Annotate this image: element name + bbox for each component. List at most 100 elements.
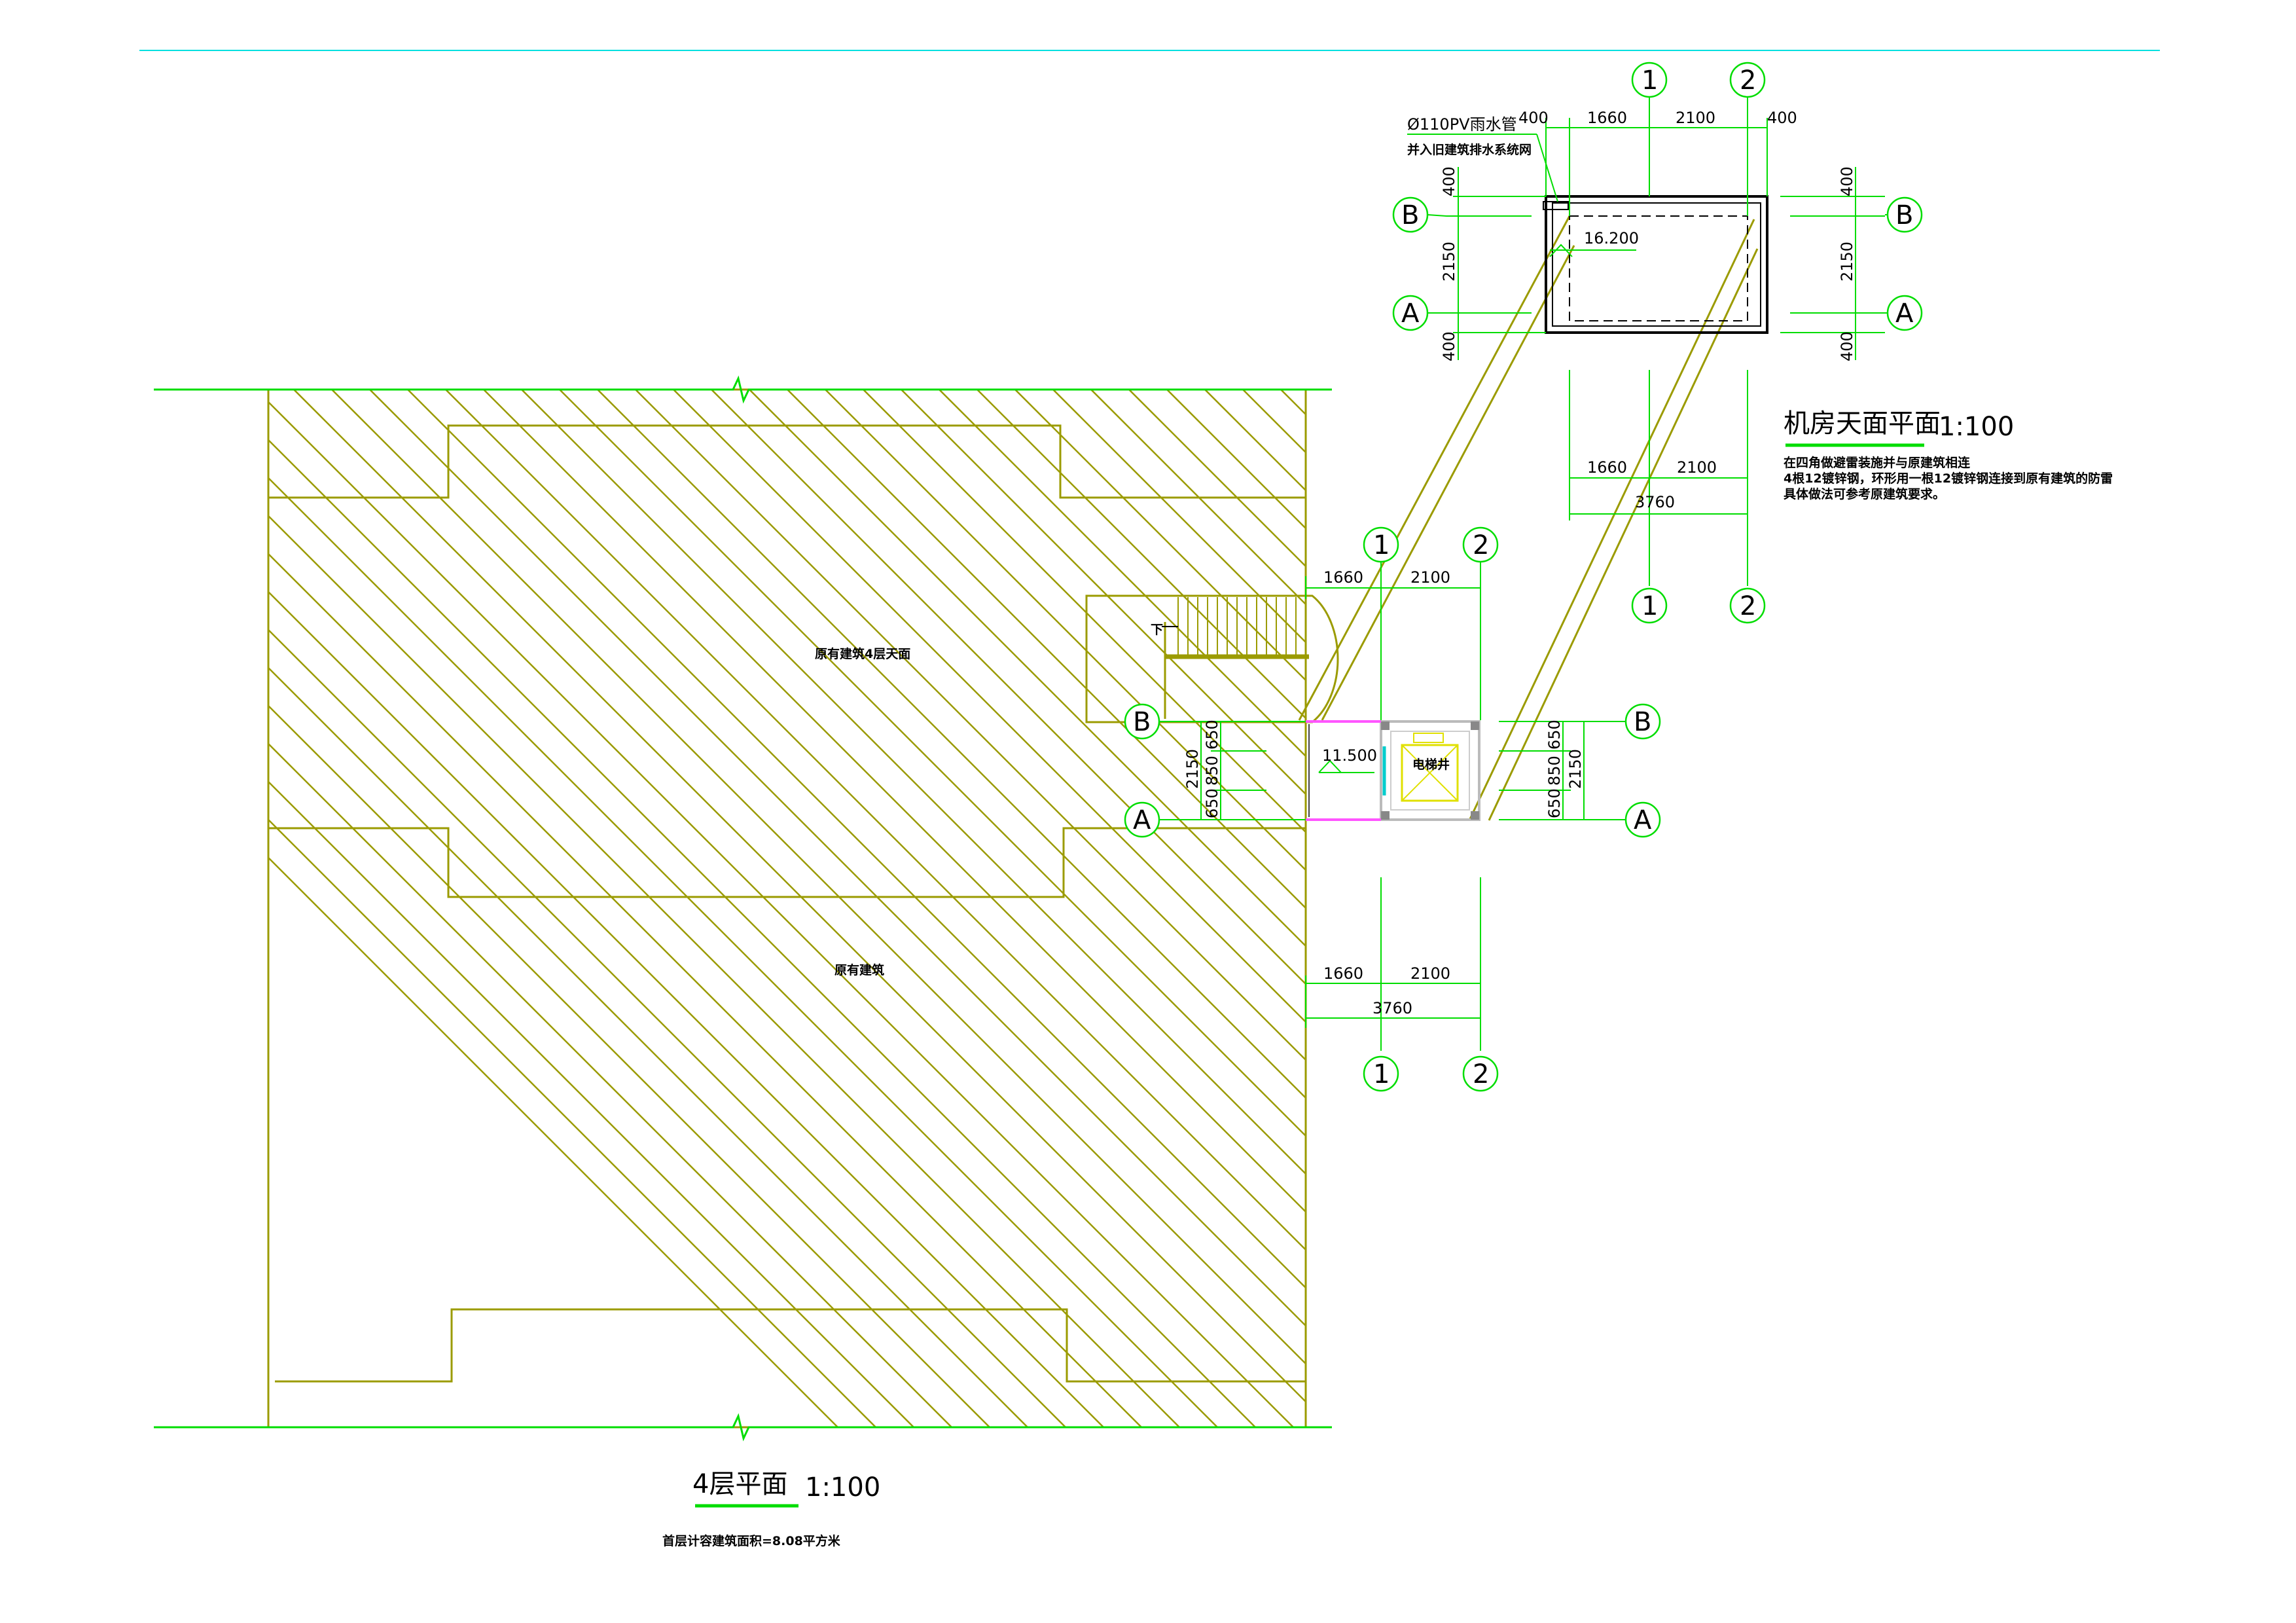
shaft-wall xyxy=(1380,720,1480,821)
building-label: 原有建筑 xyxy=(834,962,884,977)
roof-note-2: 4根12镀锌钢，环形用一根12镀锌钢连接到原有建筑的防雷 xyxy=(1784,471,2113,486)
shaft-column xyxy=(1381,811,1390,820)
hatch-line xyxy=(383,390,1306,1427)
dim-right-2150: 2150 xyxy=(1566,749,1585,789)
hatch-line xyxy=(1750,327,2296,1506)
roof-dim-1660: 1660 xyxy=(1587,109,1627,127)
axis-2-bottom: 2 xyxy=(1473,1059,1489,1089)
hatch-line xyxy=(497,390,1306,1427)
shaft-column xyxy=(1471,721,1479,730)
area-note: 首层计容建筑面积=8.08平方米 xyxy=(662,1533,841,1548)
hatch-line xyxy=(1104,390,1306,1427)
building-inner-middle xyxy=(268,827,1306,898)
dim-right-850: 850 xyxy=(1545,756,1564,786)
hatch-line xyxy=(687,390,1306,1427)
hatch-line xyxy=(611,390,1306,1427)
roof-dim-left-400-bottom: 400 xyxy=(1440,331,1458,361)
hatch-line xyxy=(345,390,1306,1427)
dim-right-650-a: 650 xyxy=(1545,720,1564,750)
hatch-line xyxy=(725,390,1306,1427)
hatch-line xyxy=(1180,390,1306,1427)
hatch-line xyxy=(459,390,1306,1427)
building-outline xyxy=(267,388,1307,1429)
hatch-line xyxy=(268,390,1297,1427)
hatch-line xyxy=(535,390,1306,1427)
hatch-line xyxy=(1218,390,1306,1427)
dim-left-2150: 2150 xyxy=(1183,749,1202,789)
hatch-line xyxy=(762,390,1306,1427)
hatch-line xyxy=(1636,327,2296,1506)
projection-lines xyxy=(1298,215,1759,821)
hatch-line xyxy=(1066,390,1306,1427)
hatch-line xyxy=(1598,327,2296,1506)
elevation-value: 11.500 xyxy=(1322,746,1377,765)
roof-dim-right-400-bottom: 400 xyxy=(1838,331,1856,361)
hatch-line xyxy=(1028,390,1306,1427)
building-inner-bottom xyxy=(275,1308,1306,1383)
hatch-line xyxy=(307,390,1306,1427)
roof-inner xyxy=(1552,202,1761,327)
hatch-line xyxy=(268,390,1031,1427)
hatch-line xyxy=(1256,390,1306,1427)
pipe-note-2: 并入旧建筑排水系统网 xyxy=(1407,142,1532,157)
roof-elevation: 16.200 xyxy=(1584,229,1639,247)
axis-B-left: B xyxy=(1133,707,1151,737)
roof-axis-B-left: B xyxy=(1401,200,1419,230)
hatch-line xyxy=(1788,327,2296,1506)
dim-left-650-b: 650 xyxy=(1203,788,1221,818)
roof-axis-1-bottom: 1 xyxy=(1641,591,1658,621)
roof-plan-scale: 1:100 xyxy=(1939,412,2014,442)
roof-dim-2100: 2100 xyxy=(1676,109,1715,127)
hatch-line xyxy=(269,390,1306,1427)
roof-axis-bubbles xyxy=(1392,62,1923,624)
stair-direction-label: 下 xyxy=(1151,623,1163,637)
hatch-line xyxy=(1826,327,2296,1506)
hatch-line xyxy=(914,390,1306,1427)
dim-left-650-a: 650 xyxy=(1203,720,1221,750)
hatch-line xyxy=(268,390,1069,1427)
roof-axis-2-top: 2 xyxy=(1740,65,1756,96)
roof-dim-400-right: 400 xyxy=(1767,109,1797,127)
hatch-line xyxy=(990,390,1306,1427)
hatch-line xyxy=(573,390,1306,1427)
roof-dim-bottom-1660: 1660 xyxy=(1587,458,1627,477)
hatch-line xyxy=(268,390,1306,1427)
roof-dim-left-2150: 2150 xyxy=(1440,242,1458,282)
axis-1-top: 1 xyxy=(1373,530,1390,560)
hatch-line xyxy=(1484,327,2296,1506)
stair-treads xyxy=(1177,597,1306,655)
pipe-note-1: Ø110PV雨水管 xyxy=(1407,115,1517,134)
shaft-column xyxy=(1471,811,1479,820)
shaft-label: 电梯井 xyxy=(1412,757,1450,772)
roof-dim-right-400-top: 400 xyxy=(1838,166,1856,196)
roof-outer xyxy=(1545,195,1768,334)
hatch-line xyxy=(268,390,1259,1427)
roof-dimensions xyxy=(1446,97,1885,586)
hatch-line xyxy=(1446,327,2296,1506)
hatch-line xyxy=(268,390,1183,1427)
axis-B-right: B xyxy=(1634,707,1651,737)
dim-bottom-3760: 3760 xyxy=(1372,999,1412,1017)
hatch-line xyxy=(268,390,1306,1427)
building-hatch xyxy=(268,327,2296,1506)
hatch-line xyxy=(268,390,993,1427)
building-inner-top xyxy=(268,424,1306,499)
roof-plan-title: 机房天面平面 xyxy=(1784,409,1941,439)
dim-bottom-2100: 2100 xyxy=(1410,964,1450,983)
hatch-line xyxy=(1408,327,2296,1506)
shaft-column xyxy=(1381,721,1390,730)
dim-right-650-b: 650 xyxy=(1545,788,1564,818)
dim-bottom-1660: 1660 xyxy=(1323,964,1363,983)
stair-outline xyxy=(1085,594,1339,723)
roof-axis-A-left: A xyxy=(1401,299,1420,329)
hatch-line xyxy=(268,390,1306,1427)
roof-dim-right-2150: 2150 xyxy=(1838,242,1856,282)
roof-axis-B-right: B xyxy=(1895,200,1913,230)
axis-1-bottom: 1 xyxy=(1373,1059,1390,1089)
roof-label: 原有建筑4层天面 xyxy=(815,646,910,661)
roof-dim-bottom-3760: 3760 xyxy=(1635,493,1675,511)
hatch-line xyxy=(952,390,1306,1427)
roof-dim-left-400-top: 400 xyxy=(1440,166,1458,196)
hatch-line xyxy=(649,390,1306,1427)
